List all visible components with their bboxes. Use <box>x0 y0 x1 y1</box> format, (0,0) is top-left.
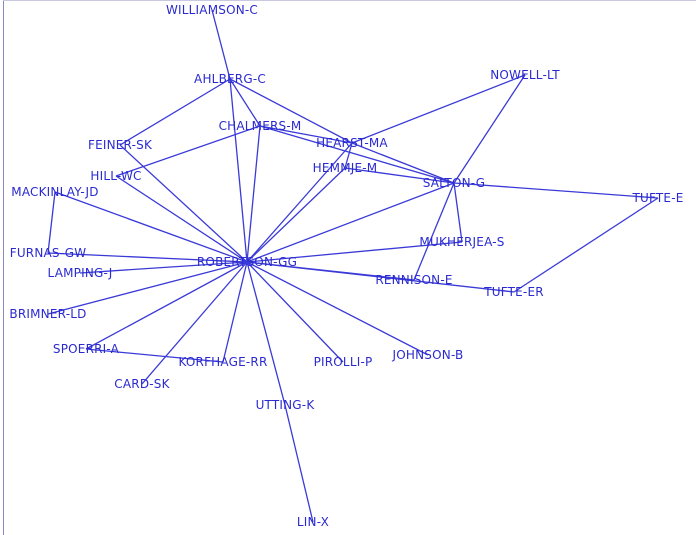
node-label-mukherjea: MUKHERJEA-S <box>419 235 504 249</box>
edge-mackinlay-furnas <box>47 191 56 254</box>
edge-williamson-ahlberg <box>211 9 231 80</box>
node-label-williamson: WILLIAMSON-C <box>166 3 258 17</box>
edge-tufteer-robertson <box>246 261 515 293</box>
node-label-robertson: ROBERTSON-GG <box>197 255 297 269</box>
node-label-hemmje: HEMMJE-M <box>313 161 378 175</box>
edge-nowell-salton <box>453 74 526 184</box>
labels-layer: WILLIAMSON-C AHLBERG-C NOWELL-LT CHALMERS-M… <box>9 3 683 529</box>
edge-cardsk-robertson <box>141 261 248 385</box>
node-label-korfhage: KORFHAGE-RR <box>178 355 267 369</box>
node-label-hillwc: HILL-WC <box>90 169 141 183</box>
node-label-mackinlay: MACKINLAY-JD <box>11 185 98 199</box>
edge-salton-robertson <box>246 182 455 263</box>
node-label-brimner: BRIMNER-LD <box>9 307 86 321</box>
edge-hemmje-robertson <box>246 167 346 263</box>
edge-salton-rennison <box>413 182 455 281</box>
edge-spoerri-korfhage <box>85 348 224 363</box>
node-label-feiner: FEINER-SK <box>88 138 153 152</box>
edge-ahlberg-robertson <box>229 78 248 263</box>
node-label-spoerri: SPOERRI-A <box>53 342 120 356</box>
edge-ahlberg-chalmers <box>229 78 261 127</box>
node-label-cardsk: CARD-SK <box>114 377 170 391</box>
node-label-pirolli: PIROLLI-P <box>314 355 373 369</box>
edge-mukherjea-robertson <box>246 241 463 263</box>
node-label-tuftee: TUFTE-E <box>631 191 683 205</box>
node-label-nowell: NOWELL-LT <box>490 68 560 82</box>
edge-chalmers-robertson <box>246 125 261 263</box>
node-label-rennison: RENNISON-E <box>375 273 452 287</box>
node-label-chalmers: CHALMERS-M <box>219 119 302 133</box>
node-label-salton: SALTON-G <box>423 176 486 190</box>
edge-johnson-robertson <box>246 261 429 356</box>
node-label-furnas: FURNAS-GW <box>10 246 87 260</box>
edge-hillwc-robertson <box>115 175 248 263</box>
edge-pirolli-robertson <box>246 261 344 363</box>
edge-salton-hemmje <box>344 167 455 184</box>
node-label-lamping: LAMPING-J <box>48 266 113 280</box>
edge-hearst-robertson <box>246 142 353 263</box>
edge-mackinlay-robertson <box>54 191 248 263</box>
edge-spoerri-robertson <box>85 261 248 350</box>
edge-chalmers-hearst <box>259 125 353 144</box>
edge-chalmers-hillwc <box>115 125 261 177</box>
edge-utting-robertson <box>246 261 286 406</box>
edge-lamping-robertson <box>79 261 248 274</box>
edge-korfhage-robertson <box>222 261 248 363</box>
edge-hearst-nowell <box>351 74 526 144</box>
node-label-tufteer: TUFTE-ER <box>483 285 544 299</box>
frame-top-border <box>3 0 696 1</box>
edge-ahlberg-feiner <box>119 78 231 146</box>
edge-feiner-robertson <box>119 144 248 263</box>
edge-salton-mukherjea <box>453 182 463 243</box>
node-label-ahlberg: AHLBERG-C <box>194 72 266 86</box>
edge-salton-tuftee <box>453 182 659 199</box>
edge-brimner-robertson <box>47 261 248 315</box>
edge-chalmers-salton <box>259 125 455 184</box>
edge-utting-linx <box>284 404 314 523</box>
node-label-linx: LIN-X <box>297 515 329 529</box>
edges-layer <box>47 9 659 523</box>
node-label-johnson: JOHNSON-B <box>392 348 464 362</box>
edge-tufteer-tuftee <box>513 197 659 293</box>
edge-hearst-salton <box>351 142 455 184</box>
edge-hearst-hemmje <box>344 142 353 169</box>
node-label-hearst: HEARST-MA <box>316 136 388 150</box>
frame-left-border <box>3 0 4 535</box>
edge-furnas-robertson <box>47 252 248 263</box>
node-label-utting: UTTING-K <box>256 398 316 412</box>
edge-ahlberg-hearst <box>229 78 353 144</box>
